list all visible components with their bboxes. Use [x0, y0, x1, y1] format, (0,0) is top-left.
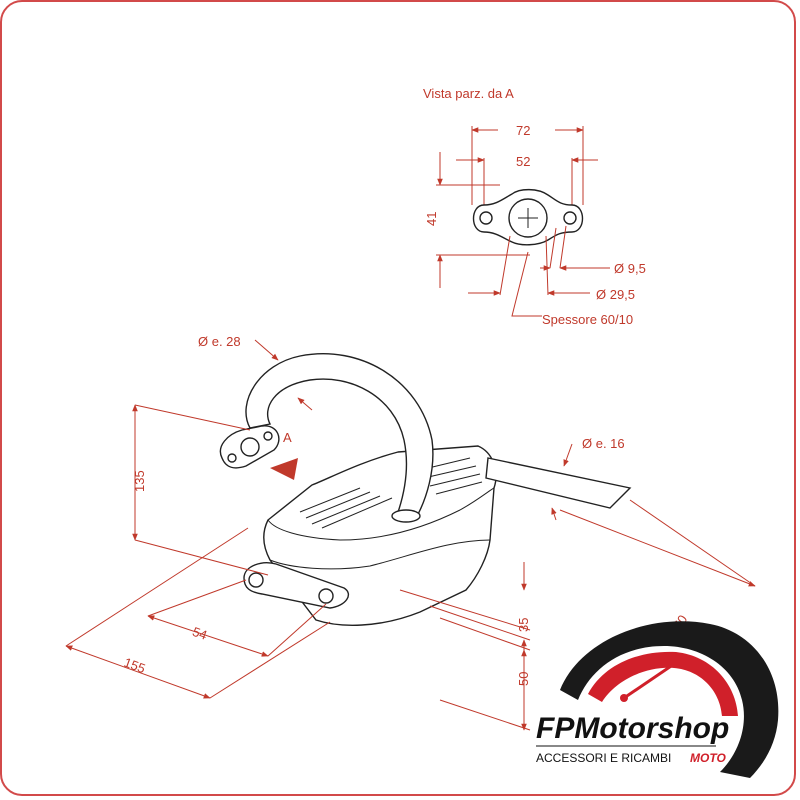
dim-bore: Ø 29,5	[596, 287, 635, 302]
dim-54: 54	[190, 624, 209, 643]
logo-tagline: ACCESSORI E RICAMBI	[536, 751, 671, 765]
dim-thickness: Spessore 60/10	[542, 312, 633, 327]
dim-135: 135	[132, 470, 147, 492]
dim-35: 35	[516, 618, 531, 632]
dim-bolt-hole: Ø 9,5	[614, 261, 646, 276]
dim-52: 52	[516, 154, 530, 169]
fpmotorshop-logo: FPMotorshop ACCESSORI E RICAMBI MOTO	[536, 621, 779, 778]
dim-72: 72	[516, 123, 530, 138]
dim-50: 50	[516, 672, 531, 686]
gear-icon	[560, 621, 779, 778]
view-letter: A	[283, 430, 292, 445]
logo-tagline-accent: MOTO	[690, 751, 726, 765]
dim-tail-pipe: Ø e. 16	[582, 436, 625, 451]
logo-brand: FPMotorshop	[536, 712, 729, 745]
dim-pipe: Ø e. 28	[198, 334, 241, 349]
view-title: Vista parz. da A	[423, 86, 514, 101]
dim-41: 41	[424, 212, 439, 226]
dim-155: 155	[122, 655, 148, 677]
speedometer-icon	[588, 651, 738, 716]
